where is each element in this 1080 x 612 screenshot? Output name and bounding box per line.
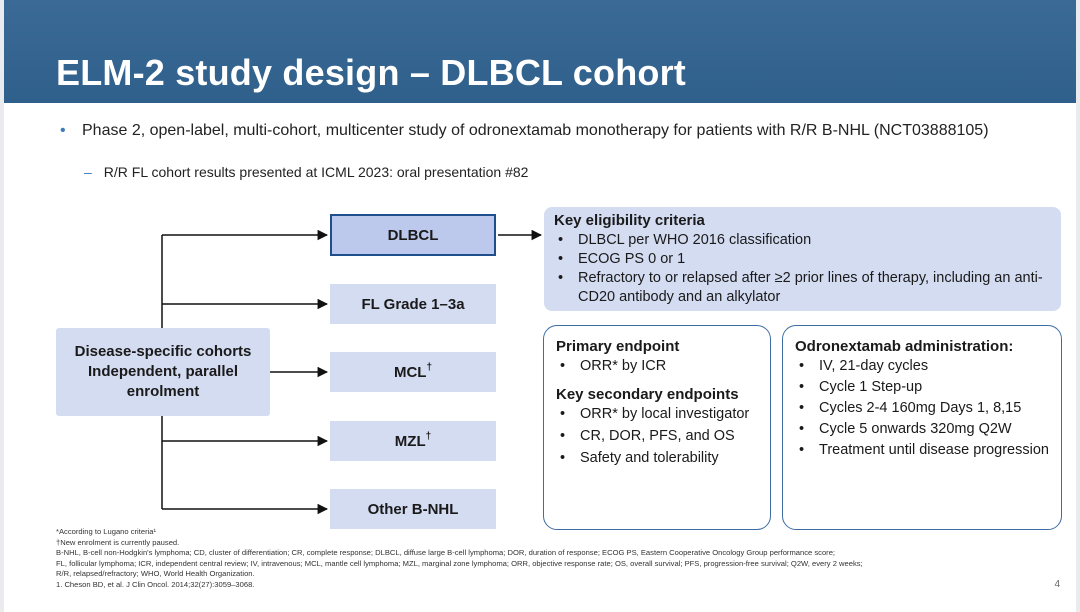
primary-endpoint-list: ORR* by ICR [556,357,760,376]
sub-bullet-text: R/R FL cohort results presented at ICML … [103,164,529,180]
cohort-mcl: MCL† [330,352,496,392]
footnote-line: B-NHL, B-cell non-Hodgkin's lymphoma; CD… [56,548,836,558]
endpoints-panel: Primary endpoint ORR* by ICR Key seconda… [543,325,771,530]
list-item: Refractory to or relapsed after ≥2 prior… [554,269,1051,307]
list-item: CR, DOR, PFS, and OS [556,427,760,446]
list-item: ECOG PS 0 or 1 [554,250,1051,269]
list-item: Cycle 5 onwards 320mg Q2W [795,420,1051,439]
title-bar: ELM-2 study design – DLBCL cohort [4,0,1076,103]
secondary-endpoints-list: ORR* by local investigator CR, DOR, PFS,… [556,405,760,468]
slide-title: ELM-2 study design – DLBCL cohort [56,52,686,93]
footnote-line: *According to Lugano criteria¹ [56,527,157,536]
primary-endpoint-title: Primary endpoint [556,338,680,355]
cohort-mzl: MZL† [330,421,496,461]
slide: ELM-2 study design – DLBCL cohort • Phas… [4,0,1076,612]
cohort-mcl-mark: † [426,361,433,373]
list-item: Cycles 2-4 160mg Days 1, 8,15 [795,399,1051,418]
cohort-fl: FL Grade 1–3a [330,284,496,324]
eligibility-list: DLBCL per WHO 2016 classification ECOG P… [554,231,1051,307]
disease-box-line3: enrolment [126,383,200,400]
footnotes: *According to Lugano criteria¹ †New enro… [56,527,1056,591]
eligibility-title: Key eligibility criteria [554,212,705,229]
cohort-other: Other B-NHL [330,489,496,529]
cohort-mzl-label: MZL [394,432,426,450]
cohort-mcl-label: MCL [393,363,427,381]
list-item: DLBCL per WHO 2016 classification [554,231,1051,250]
footnote-line: FL, follicular lymphoma; ICR, independen… [56,558,863,568]
cohort-dlbcl: DLBCL [330,214,496,256]
cohort-mzl-mark: † [425,430,432,442]
bullet-dot-icon: • [60,122,66,139]
list-item: ORR* by ICR [556,357,760,376]
disease-box-line1: Disease-specific cohorts [74,343,252,360]
sub-bullet: –R/R FL cohort results presented at ICML… [84,164,528,180]
cohort-other-label: Other B-NHL [367,500,459,518]
cohort-fl-label: FL Grade 1–3a [361,295,465,313]
list-item: Safety and tolerability [556,449,760,468]
administration-list: IV, 21-day cycles Cycle 1 Step-up Cycles… [795,357,1051,460]
administration-title: Odronextamab administration: [795,338,1014,355]
list-item: Cycle 1 Step-up [795,378,1051,397]
cohort-dlbcl-label: DLBCL [387,226,439,244]
disease-cohorts-box: Disease-specific cohorts Independent, pa… [56,328,270,416]
list-item: IV, 21-day cycles [795,357,1051,376]
main-bullet-text: Phase 2, open-label, multi-cohort, multi… [82,122,989,139]
footnote-line: †New enrolment is currently paused. [56,537,180,547]
dash-icon: – [84,164,92,180]
eligibility-panel: Key eligibility criteria DLBCL per WHO 2… [544,207,1061,311]
footnote-line: 1. Cheson BD, et al. J Clin Oncol. 2014;… [56,579,255,589]
disease-box-line2: Independent, parallel [87,363,239,380]
list-item: Treatment until disease progression [795,441,1051,460]
list-item: ORR* by local investigator [556,405,760,424]
page-number: 4 [1054,579,1060,590]
secondary-endpoints-title: Key secondary endpoints [556,386,739,403]
footnote-line: R/R, relapsed/refractory; WHO, World Hea… [56,569,255,579]
main-bullet: • Phase 2, open-label, multi-cohort, mul… [60,120,1020,141]
administration-panel: Odronextamab administration: IV, 21-day … [782,325,1062,530]
